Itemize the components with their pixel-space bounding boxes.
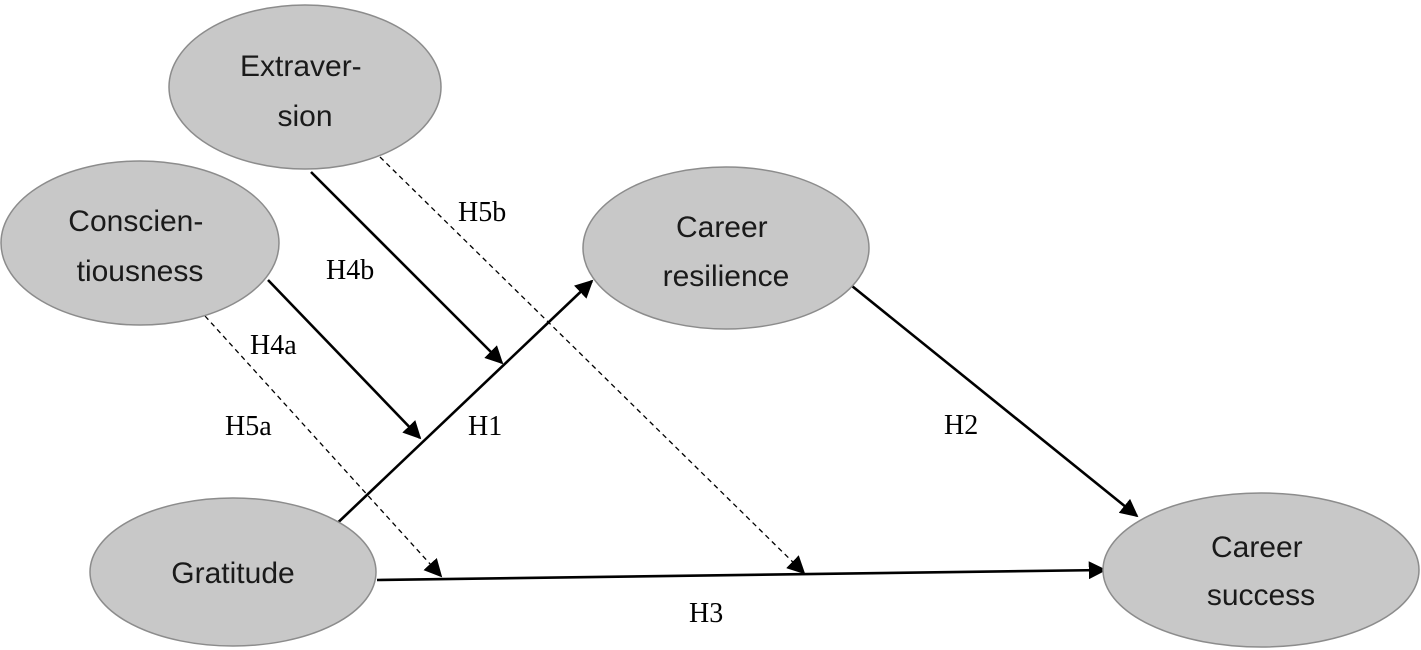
label-h5b: H5b (458, 197, 506, 228)
node-career-success: Career success (1102, 492, 1420, 648)
label-h4a: H4a (250, 330, 297, 361)
node-gratitude-line1: Gratitude (171, 557, 294, 590)
svg-text:Conscien- tiousness: Conscien- tiousness (68, 205, 211, 288)
node-career-resilience-line2: resilience (663, 260, 790, 293)
node-conscientiousness: Conscien- tiousness (0, 160, 280, 326)
label-h5a: H5a (225, 411, 272, 442)
label-h1: H1 (468, 411, 502, 442)
node-gratitude: Gratitude (89, 497, 377, 647)
node-conscientiousness-shape (0, 160, 280, 326)
node-gratitude-shape (89, 497, 377, 647)
edges (204, 156, 1139, 582)
label-h4b: H4b (326, 255, 374, 286)
node-career-success-line1: Career (1211, 531, 1303, 564)
svg-text:Career success: Career success (1207, 531, 1315, 612)
node-career-success-line2: success (1207, 579, 1315, 612)
node-extraversion: Extraver- sion (168, 4, 442, 170)
edge-h5a (204, 315, 443, 578)
edge-h2 (851, 284, 1139, 518)
edge-h4b (310, 171, 504, 365)
node-conscientiousness-line2: tiousness (77, 255, 204, 288)
label-h3: H3 (689, 598, 723, 629)
node-extraversion-line2: sion (277, 100, 332, 133)
node-career-success-shape (1102, 492, 1420, 648)
node-extraversion-line1: Extraver- (240, 50, 362, 83)
svg-text:Gratitude: Gratitude (171, 557, 294, 590)
edge-h1 (327, 279, 594, 533)
edge-labels: H1 H2 H3 H4a H4b H5a H5b (225, 197, 978, 629)
edge-h4a (267, 279, 422, 440)
node-career-resilience: Career resilience (582, 166, 870, 330)
node-conscientiousness-line1: Conscien- (68, 205, 203, 238)
edge-h3 (376, 561, 1107, 582)
label-h2: H2 (944, 410, 978, 441)
node-career-resilience-line1: Career (676, 211, 768, 244)
node-career-resilience-shape (582, 166, 870, 330)
svg-text:Extraver- sion: Extraver- sion (240, 50, 370, 133)
svg-text:Career resilience: Career resilience (663, 211, 790, 293)
node-extraversion-shape (168, 4, 442, 170)
